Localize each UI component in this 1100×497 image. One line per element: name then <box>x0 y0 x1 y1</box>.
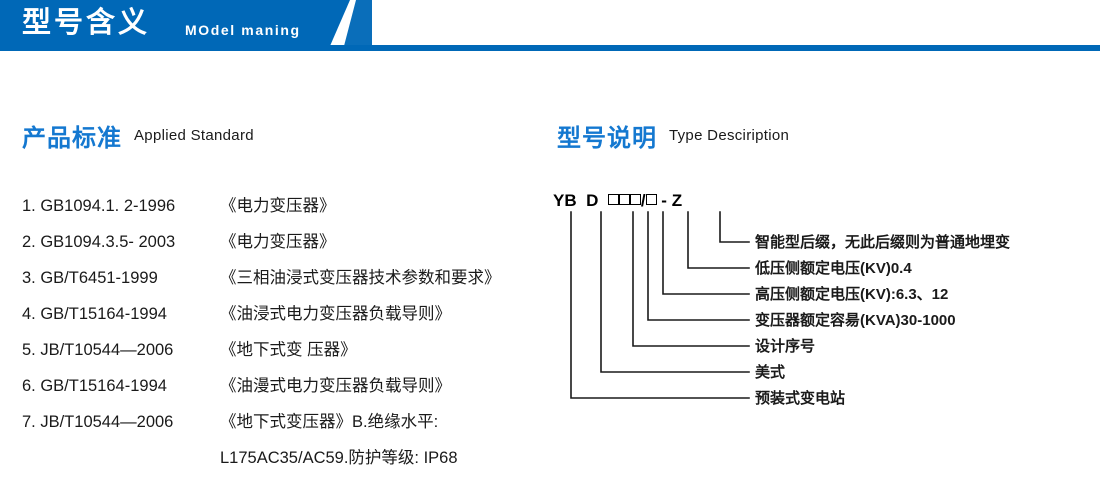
code-segment-yb: YB <box>553 191 577 210</box>
section-heading-english: Type Desciription <box>669 127 790 144</box>
type-code-label: 预装式变电站 <box>755 390 846 407</box>
section-heading-type-description: 型号说明 Type Desciription <box>557 118 789 153</box>
leader-lines <box>570 211 750 399</box>
code-box-design <box>618 194 630 205</box>
code-separator-slash: / <box>640 191 646 210</box>
code-segment-d: D <box>586 191 599 210</box>
applied-standards-list: 1. GB1094.1. 2-1996《电力变压器》2. GB1094.3.5-… <box>22 192 542 484</box>
type-code-label: 变压器额定容昜(KVA)30-1000 <box>755 312 956 329</box>
code-box-lv <box>645 194 657 205</box>
standard-title: 《电力变压器》 <box>220 233 336 251</box>
code-box-capacity <box>607 194 619 205</box>
standard-code: 2. GB1094.3.5- 2003 <box>22 233 176 251</box>
standard-code: 5. JB/T10544—2006 <box>22 341 174 359</box>
standard-list-item: 3. GB/T6451-1999 《三相油浸式变压器技术参数和要求》 <box>22 264 542 300</box>
type-code-label: 设计序号 <box>755 338 816 355</box>
standard-title: 《地下式变压器》B.绝缘水平: <box>220 413 439 431</box>
standard-title: 《三相油浸式变压器技术参数和要求》 <box>220 269 501 287</box>
type-code-label: 美式 <box>755 364 786 381</box>
section-heading-english: Applied Standard <box>134 127 254 144</box>
section-heading-applied-standard: 产品标准 Applied Standard <box>22 118 254 153</box>
type-code-label: 高压侧额定电压(KV):6.3、12 <box>755 286 949 303</box>
model-code-string: YB D / - Z <box>553 190 682 212</box>
code-separator-dash: - <box>661 191 667 210</box>
standard-code: 4. GB/T15164-1994 <box>22 305 167 323</box>
standard-title: 《油浸式电力变压器负载导则》 <box>220 305 451 323</box>
standard-code: 7. JB/T10544—2006 <box>22 413 174 431</box>
banner-accent-wedge <box>344 0 372 46</box>
standard-list-item: 2. GB1094.3.5- 2003 《电力变压器》 <box>22 228 542 264</box>
standard-list-item: 6. GB/T15164-1994 《油漫式电力变压器负载导则》 <box>22 372 542 408</box>
page-title-chinese: 型号含义 <box>22 7 151 39</box>
section-heading-chinese: 产品标准 <box>22 125 122 152</box>
header-banner: 型号含义 MOdel maning <box>0 0 1100 52</box>
section-heading-chinese: 型号说明 <box>557 125 657 152</box>
banner-underline-bar <box>0 45 1100 51</box>
standard-code: 3. GB/T6451-1999 <box>22 269 158 287</box>
standard-title: 《油漫式电力变压器负载导则》 <box>220 377 451 395</box>
standard-item-continuation: L175AC35/AC59.防护等级: IP68 <box>220 449 458 467</box>
page-title-english: MOdel maning <box>185 22 301 38</box>
standard-code: 6. GB/T15164-1994 <box>22 377 167 395</box>
standard-list-item: 4. GB/T15164-1994 《油浸式电力变压器负载导则》 <box>22 300 542 336</box>
type-code-label: 智能型后缀，无此后缀则为普通地埋变 <box>755 234 1011 251</box>
code-box-hv <box>629 194 641 205</box>
standard-list-item: 7. JB/T10544—2006 《地下式变压器》B.绝缘水平: <box>22 408 542 444</box>
type-code-diagram: YB D / - Z 智能型后缀，无此后缀则为普通地埋变低压侧额定电压(KV)0… <box>553 190 1093 440</box>
code-segment-z: Z <box>671 191 683 210</box>
banner-background-shape <box>0 0 350 46</box>
standard-title: 《电力变压器》 <box>220 197 336 215</box>
standard-title: 《地下式变 压器》 <box>220 341 357 359</box>
standard-list-item: 5. JB/T10544—2006 《地下式变 压器》 <box>22 336 542 372</box>
standard-list-item: 1. GB1094.1. 2-1996 《电力变压器》 <box>22 192 542 228</box>
standard-code: 1. GB1094.1. 2-1996 <box>22 197 176 215</box>
type-code-label: 低压侧额定电压(KV)0.4 <box>755 260 912 277</box>
